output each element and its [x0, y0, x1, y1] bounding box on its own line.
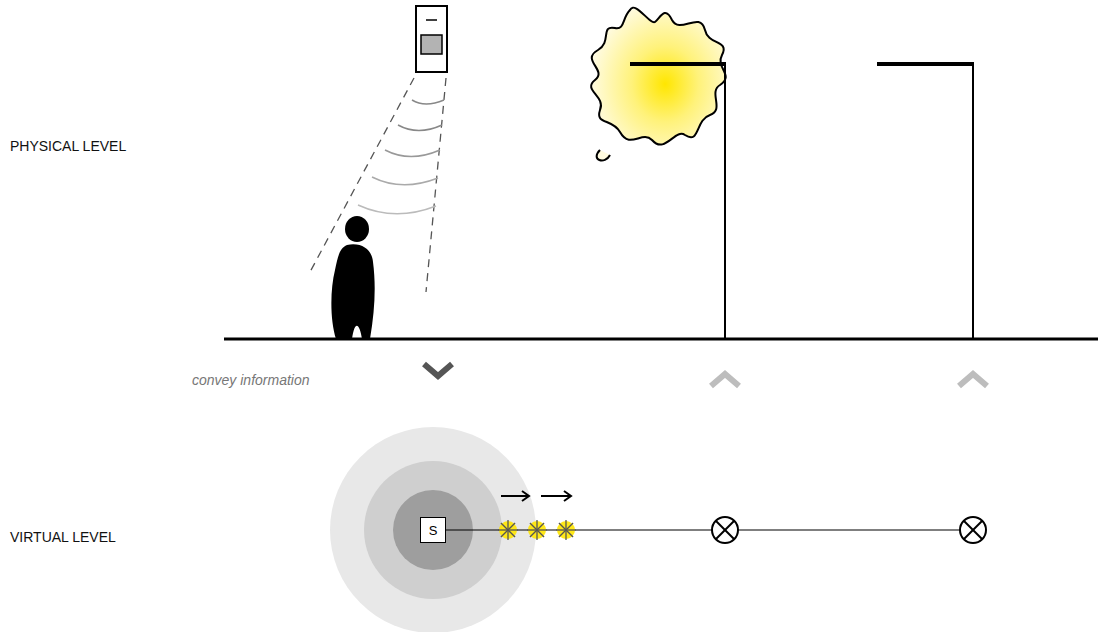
- annotation: convey information: [192, 372, 310, 388]
- up-chevron: [959, 374, 987, 386]
- node-text: S: [429, 524, 438, 537]
- light-glow: [591, 8, 726, 161]
- down-chevron: [424, 364, 452, 376]
- sensor-device: [416, 6, 447, 72]
- level-title: VIRTUAL LEVEL: [10, 529, 116, 545]
- signal-sparks: [498, 520, 576, 540]
- range-circle: [330, 427, 536, 632]
- level-title: PHYSICAL LEVEL: [10, 138, 126, 154]
- up-chevron: [711, 374, 739, 386]
- person-silhouette: [331, 216, 374, 339]
- network-wire: [446, 529, 960, 530]
- sensor-box: S: [420, 517, 446, 543]
- street-light: [630, 63, 974, 339]
- detection-cone: [310, 78, 446, 292]
- lamp-symbol: [960, 517, 986, 543]
- signal-arrows: [501, 491, 571, 501]
- lamp-symbol: [712, 517, 738, 543]
- ground-line: [224, 338, 1098, 341]
